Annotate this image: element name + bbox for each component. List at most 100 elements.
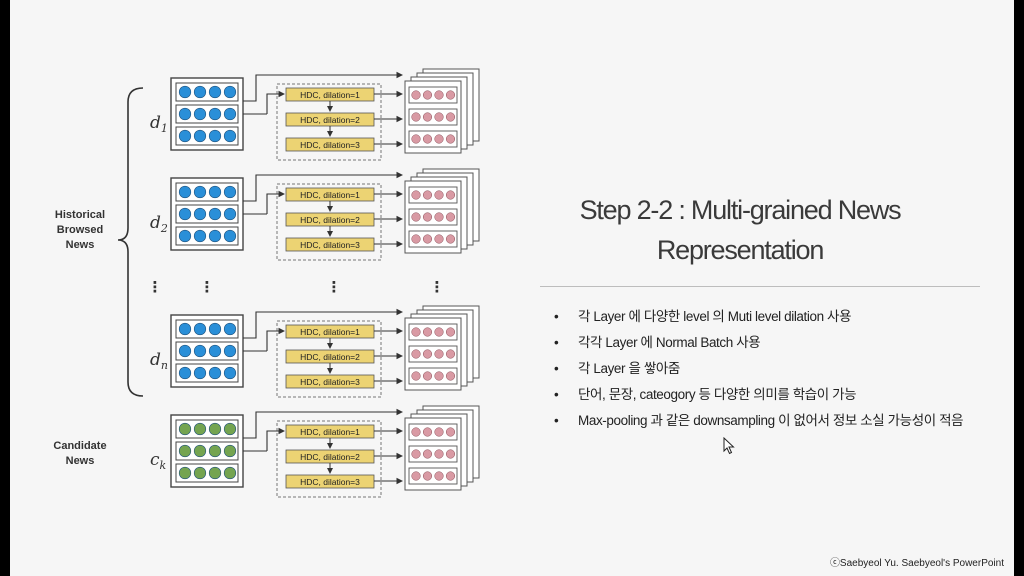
embedding-row xyxy=(175,182,239,202)
hdc-block-label: HDC, dilation=1 xyxy=(300,427,360,437)
embedding-node xyxy=(223,85,237,99)
output-node xyxy=(422,112,433,122)
row-label: ck xyxy=(150,450,167,472)
bullet-item: •각 Layer 에 다양한 level 의 Muti level dilati… xyxy=(550,306,990,327)
embedding-node xyxy=(193,107,207,121)
embedding-node xyxy=(193,466,207,480)
output-row xyxy=(408,230,458,248)
embedding-row xyxy=(175,204,239,224)
embedding-node xyxy=(223,185,237,199)
embedding-row xyxy=(175,319,239,339)
embedding-node xyxy=(178,107,192,121)
output-node xyxy=(445,190,456,200)
embedding-node xyxy=(223,466,237,480)
output-node xyxy=(445,134,456,144)
historical-browsed-news-label: Historical Browsed News xyxy=(54,209,106,251)
output-node xyxy=(434,427,444,437)
ellipsis-icon: ⋮ xyxy=(430,278,445,296)
embedding-node xyxy=(193,322,207,336)
candidate-news-label: Candidate News xyxy=(53,440,107,467)
embedding-node xyxy=(223,229,237,243)
embedding-row xyxy=(175,82,239,102)
embedding-node xyxy=(223,366,237,380)
output-row xyxy=(408,367,458,385)
output-node xyxy=(445,349,456,359)
embedding-node xyxy=(208,366,222,380)
embedding-node xyxy=(178,344,192,358)
embedding-node xyxy=(208,466,222,480)
output-node xyxy=(434,449,444,459)
bullet-item: •단어, 문장, cateogory 등 다양한 의미를 학습이 가능 xyxy=(550,384,990,405)
hdc-block-label: HDC, dilation=3 xyxy=(300,377,360,387)
embedding-node xyxy=(178,85,192,99)
embedding-row xyxy=(175,363,239,383)
bullet-item: •Max-pooling 과 같은 downsampling 이 없어서 정보 … xyxy=(550,410,990,431)
embedding-row xyxy=(175,104,239,124)
output-node xyxy=(445,427,456,437)
bullet-dot: • xyxy=(554,309,559,324)
output-node xyxy=(434,349,444,359)
embedding-node xyxy=(193,344,207,358)
embedding-node xyxy=(208,229,222,243)
output-node xyxy=(422,371,433,381)
mouse-cursor-icon xyxy=(723,437,735,455)
hdc-container xyxy=(276,320,382,398)
embedding-node xyxy=(208,322,222,336)
skip-connection-arrow xyxy=(243,308,404,339)
embedding-node xyxy=(178,207,192,221)
output-node xyxy=(422,234,433,244)
output-node xyxy=(445,234,456,244)
title-divider xyxy=(540,286,980,287)
row-label-subscript: k xyxy=(160,459,167,472)
hdc-container xyxy=(276,83,382,161)
embedding-node xyxy=(208,344,222,358)
row-label-subscript: 1 xyxy=(161,122,168,135)
embedding-node xyxy=(193,422,207,436)
embedding-node xyxy=(178,229,192,243)
input-arrow xyxy=(266,90,286,114)
embedding-row xyxy=(175,463,239,483)
output-node xyxy=(445,90,456,100)
bullet-list: •각 Layer 에 다양한 level 의 Muti level dilati… xyxy=(550,306,990,436)
embedding-node xyxy=(193,185,207,199)
output-node xyxy=(411,371,421,381)
hdc-block-label: HDC, dilation=1 xyxy=(300,190,360,200)
embedding-node xyxy=(223,207,237,221)
output-node xyxy=(434,190,444,200)
ellipsis-icon: ⋮ xyxy=(148,278,163,296)
embedding-node xyxy=(223,444,237,458)
output-node xyxy=(411,349,421,359)
embedding-node xyxy=(208,185,222,199)
embedding-node xyxy=(178,322,192,336)
embedding-node xyxy=(178,422,192,436)
embedding-node xyxy=(193,229,207,243)
ellipsis-icon: ⋮ xyxy=(200,278,215,296)
output-node xyxy=(411,112,421,122)
embedding-row xyxy=(175,226,239,246)
hdc-block-label: HDC, dilation=2 xyxy=(300,352,360,362)
output-node xyxy=(445,112,456,122)
output-node xyxy=(434,134,444,144)
embedding-node xyxy=(208,422,222,436)
input-arrow xyxy=(266,190,286,214)
output-node xyxy=(411,471,421,481)
output-node xyxy=(434,90,444,100)
output-row xyxy=(408,86,458,104)
output-row xyxy=(408,186,458,204)
slide-title: Step 2-2 : Multi-grained News Representa… xyxy=(579,195,902,265)
hdc-block-label: HDC, dilation=1 xyxy=(300,327,360,337)
bullet-item: •각 Layer 을 쌓아줌 xyxy=(550,358,990,379)
input-arrow xyxy=(266,427,286,451)
row-label-subscript: 2 xyxy=(160,222,168,235)
output-node xyxy=(422,190,433,200)
output-node xyxy=(411,90,421,100)
output-node xyxy=(434,212,444,222)
output-row xyxy=(408,423,458,441)
hdc-block-label: HDC, dilation=3 xyxy=(300,240,360,250)
output-node xyxy=(411,190,421,200)
historical-brace xyxy=(117,87,144,397)
